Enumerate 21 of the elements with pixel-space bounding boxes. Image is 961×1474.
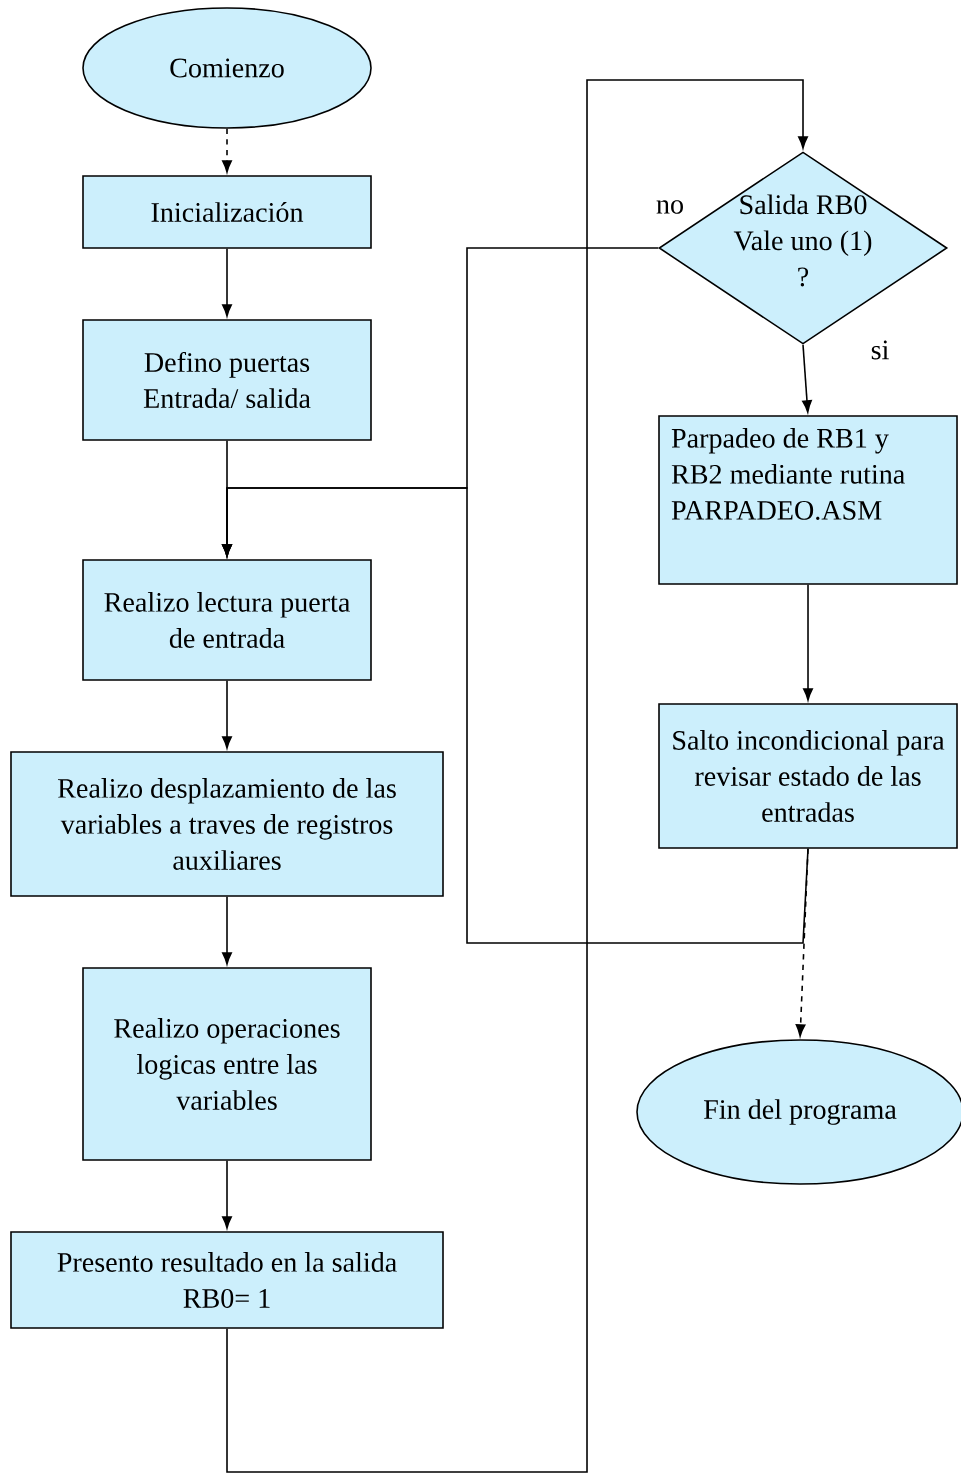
process-box: Realizo operaciones logicas entre las variables	[82, 967, 372, 1161]
arrow	[222, 896, 232, 965]
process-box: Parpadeo de RB1 y RB2 mediante rutina PARPADEO.ASM	[658, 415, 958, 585]
edge-label: no	[654, 198, 686, 216]
arrow	[222, 487, 809, 944]
process-box: Salto incondicional para revisar estado de las entradas	[658, 703, 958, 849]
arrow	[803, 584, 813, 701]
arrow	[222, 1160, 232, 1229]
process-box: Inicialización	[82, 175, 372, 249]
arrow	[222, 680, 232, 749]
arrow	[795, 848, 809, 1037]
process-box: Realizo desplazamiento de las variables a traves de registros auxiliares	[10, 751, 444, 897]
process-box: Realizo lectura puerta de entrada	[82, 559, 372, 681]
terminal-oval: Fin del programa	[636, 1039, 961, 1185]
process-box: Presento resultado en la salida RB0= 1	[10, 1231, 444, 1329]
arrow	[222, 248, 232, 317]
process-box: Defino puertas Entrada/ salida	[82, 319, 372, 441]
terminal-oval: Comienzo	[82, 7, 372, 129]
arrow	[226, 79, 808, 1473]
arrow	[222, 128, 232, 173]
arrow	[802, 344, 812, 413]
